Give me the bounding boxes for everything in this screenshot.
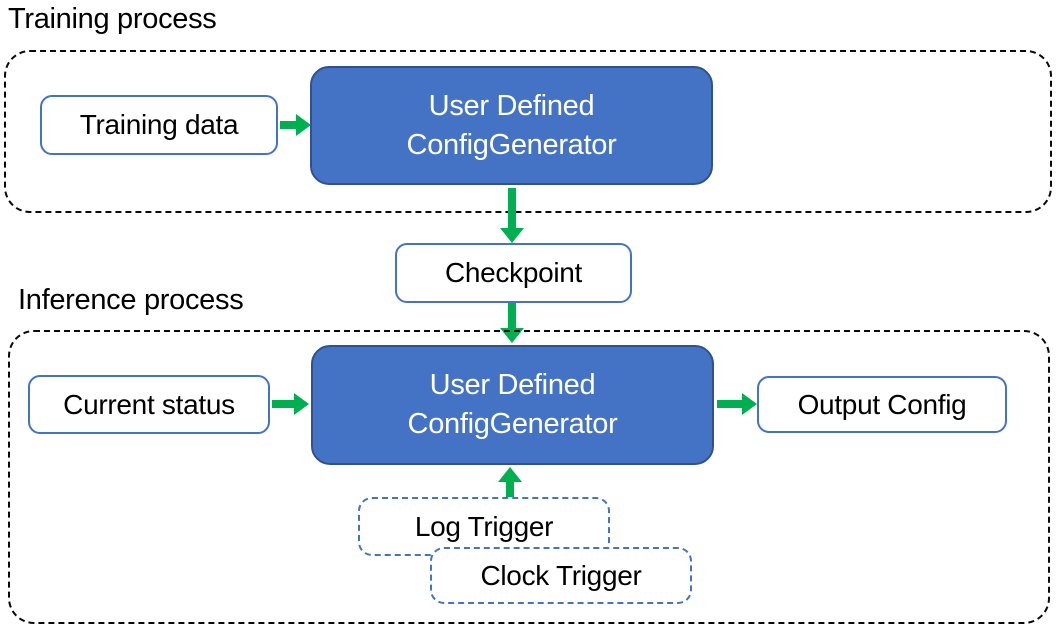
log-trigger-label: Log Trigger <box>414 510 554 542</box>
training-data-node: Training data <box>40 95 278 155</box>
arrow-shaft <box>508 188 516 228</box>
arrow-right-icon <box>272 393 309 415</box>
arrow-shaft <box>717 400 742 408</box>
output-config-node: Output Config <box>757 376 1007 433</box>
arrow-head <box>500 228 524 243</box>
arrow-head <box>742 393 757 415</box>
arrow-shaft <box>506 482 514 498</box>
arrow-shaft <box>272 400 294 408</box>
arrow-right-icon <box>280 114 311 136</box>
inference-process-title: Inference process <box>18 284 244 316</box>
arrow-shaft <box>508 303 516 328</box>
arrow-down-icon <box>500 188 524 243</box>
training-generator-node: User Defined ConfigGenerator <box>310 66 713 185</box>
output-config-label: Output Config <box>797 388 967 420</box>
training-process-title: Training process <box>8 3 217 35</box>
arrow-head <box>498 467 522 482</box>
arrow-head <box>296 114 311 136</box>
current-status-node: Current status <box>28 375 270 434</box>
current-status-label: Current status <box>63 388 235 420</box>
training-generator-label-line2: ConfigGenerator <box>406 128 617 161</box>
arrow-shaft <box>280 121 296 129</box>
checkpoint-node: Checkpoint <box>395 243 632 303</box>
inference-generator-node: User Defined ConfigGenerator <box>311 345 714 465</box>
arrow-up-icon <box>498 467 522 498</box>
inference-generator-label-line2: ConfigGenerator <box>407 408 618 440</box>
clock-trigger-node: Clock Trigger <box>430 547 692 604</box>
checkpoint-label: Checkpoint <box>444 257 583 288</box>
training-generator-label-line1: User Defined <box>428 89 595 122</box>
inference-generator-label-line1: User Defined <box>429 369 596 401</box>
clock-trigger-label: Clock Trigger <box>480 559 642 591</box>
training-data-label: Training data <box>79 109 239 140</box>
training-process-container <box>4 50 1052 213</box>
arrow-right-icon <box>717 393 757 415</box>
arrow-head <box>294 393 309 415</box>
inference-process-container <box>8 330 1050 624</box>
